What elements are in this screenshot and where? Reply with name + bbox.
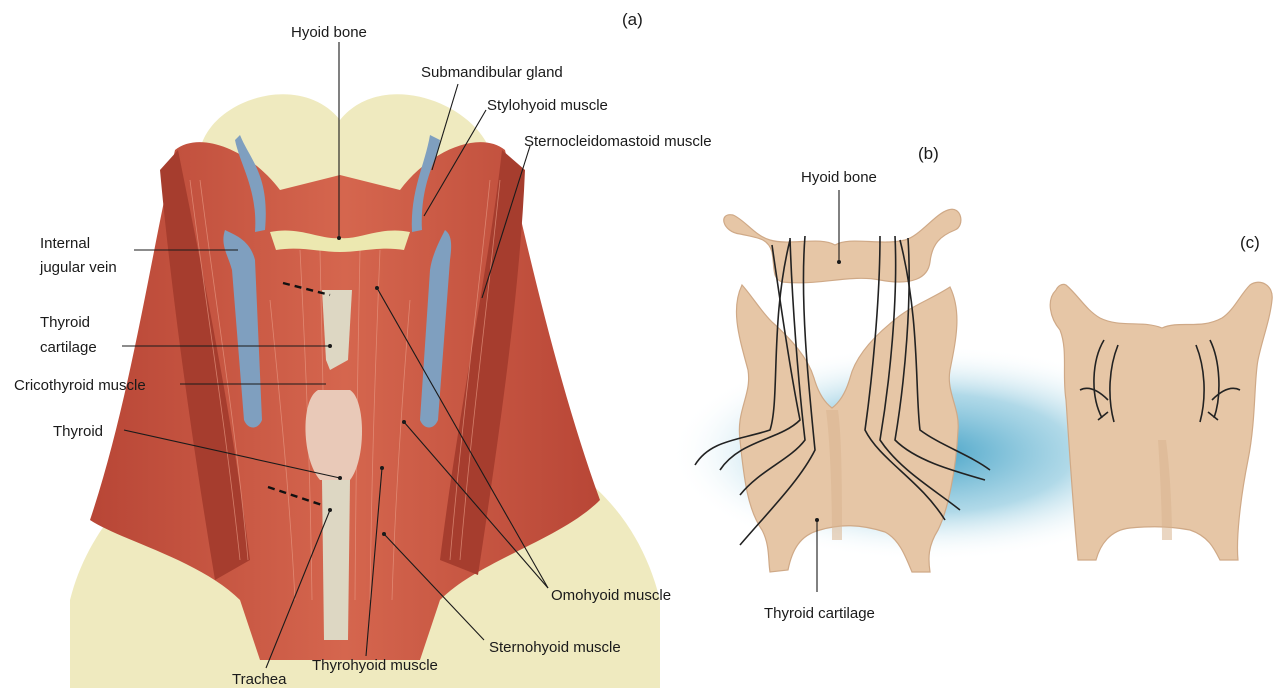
panel-b-tag: (b) — [918, 144, 939, 163]
label-sternohyoid-muscle: Sternohyoid muscle — [489, 639, 621, 656]
label-sternocleidomastoid-muscle: Sternocleidomastoid muscle — [524, 133, 712, 150]
larynx-approximated-c — [1050, 282, 1272, 560]
label-internal-jugular-vein-line2: jugular vein — [39, 259, 117, 276]
label-stylohyoid-muscle: Stylohyoid muscle — [487, 97, 608, 114]
label-b-thyroid-cartilage: Thyroid cartilage — [764, 605, 875, 622]
label-thyroid-cartilage-line2: cartilage — [40, 339, 97, 356]
label-b-hyoid-bone: Hyoid bone — [801, 169, 877, 186]
label-thyroid: Thyroid — [53, 423, 103, 440]
label-internal-jugular-vein-line1: Internal — [40, 235, 90, 252]
label-thyroid-cartilage-line1: Thyroid — [40, 314, 90, 331]
panel-a-tag: (a) — [622, 10, 643, 29]
hyoid-bone-b — [724, 209, 961, 283]
leader-b-thyroid-cartilage-dot — [815, 518, 819, 522]
panel-c-illustration — [1050, 282, 1272, 560]
panel-c-tag: (c) — [1240, 233, 1260, 252]
thyroid-cartilage-a — [322, 290, 352, 370]
thyroid-gland-a — [305, 390, 362, 480]
label-cricothyroid-muscle: Cricothyroid muscle — [14, 377, 146, 394]
trachea-a — [322, 480, 350, 640]
label-thyrohyoid-muscle: Thyrohyoid muscle — [312, 657, 438, 674]
label-submandibular-gland: Submandibular gland — [421, 64, 563, 81]
leader-b-hyoid-dot — [837, 260, 841, 264]
label-hyoid-bone: Hyoid bone — [291, 24, 367, 41]
label-trachea: Trachea — [232, 671, 287, 688]
label-omohyoid-muscle: Omohyoid muscle — [551, 587, 671, 604]
